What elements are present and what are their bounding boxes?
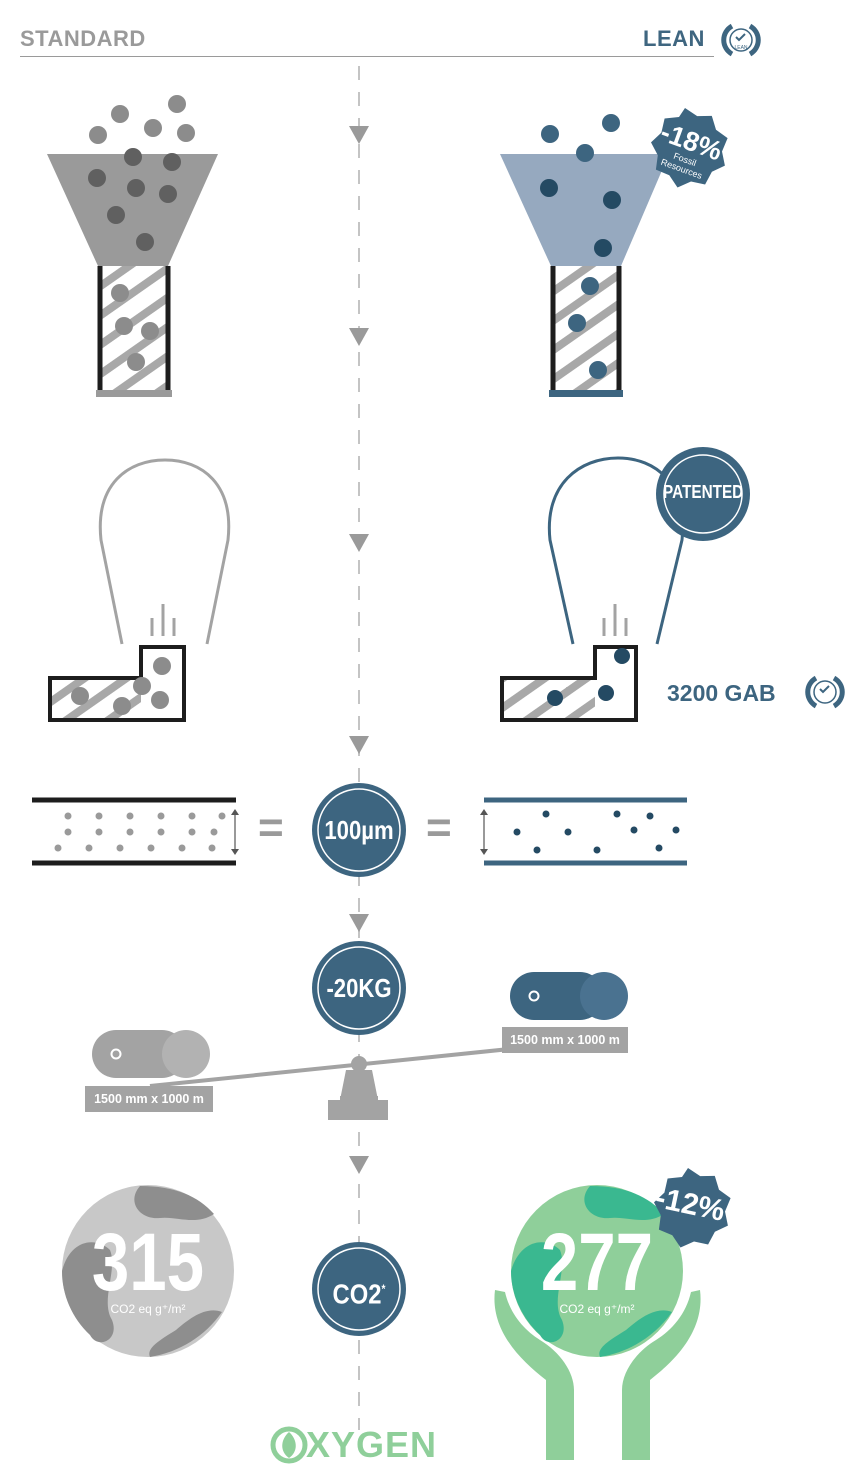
standard-bubble-icon: [48, 458, 231, 722]
co2-center-label: CO2*: [332, 1278, 386, 1310]
standard-header: STANDARD: [20, 26, 146, 51]
lean-film-icon: [480, 797, 687, 866]
lean-gab-label: 3200 GAB: [667, 680, 776, 706]
standard-hopper-icon: [47, 95, 218, 397]
patented-label: PATENTED: [663, 482, 744, 502]
weight-circle: [312, 941, 406, 1035]
oxygen-brand: XYGEN: [306, 1424, 438, 1465]
equals-left: =: [258, 803, 284, 852]
lean-gab-logo-icon: [805, 675, 845, 709]
standard-co2-value: 315: [91, 1217, 205, 1308]
lean-hopper-icon: [500, 114, 669, 397]
header-divider: [20, 56, 714, 57]
standard-roll-label: 1500 mm x 1000 m: [85, 1086, 213, 1112]
lean-logo-text: LEAN: [734, 45, 747, 51]
thickness-label: 100µm: [324, 815, 394, 845]
lean-logo-icon: LEAN: [721, 23, 761, 57]
lean-roll-icon: [510, 972, 628, 1020]
lean-header: LEAN: [643, 26, 705, 51]
equals-right: =: [426, 803, 452, 852]
flow-arrows: [349, 126, 369, 1174]
standard-globe-icon: [62, 1185, 234, 1357]
down-arrow-icon: [349, 534, 369, 552]
hands-icon: [494, 1290, 701, 1460]
standard-co2-unit: CO2 eq g⁺/m²: [110, 1302, 186, 1316]
co2-circle: [312, 1242, 406, 1336]
down-arrow-icon: [349, 126, 369, 144]
co2-reduction-badge: [654, 1168, 731, 1248]
weight-saving-label: -20KG: [326, 973, 392, 1003]
lean-globe-icon: [511, 1185, 683, 1357]
down-arrow-icon: [349, 736, 369, 754]
fossil-resources-badge: [651, 108, 728, 188]
lean-roll-label: 1500 mm x 1000 m: [502, 1027, 628, 1053]
down-arrow-icon: [349, 328, 369, 346]
oxygen-leaf-icon: [270, 1426, 308, 1464]
balance-scale-icon: [149, 1041, 569, 1120]
down-arrow-icon: [349, 914, 369, 932]
lean-bubble-icon: [500, 456, 685, 722]
patented-badge: [656, 447, 750, 541]
standard-roll-icon: [92, 1030, 210, 1078]
standard-film-icon: [32, 797, 239, 866]
lean-co2-unit: CO2 eq g⁺/m²: [559, 1302, 635, 1316]
thickness-circle: [312, 783, 406, 877]
lean-co2-value: 277: [540, 1217, 654, 1308]
co2-asterisk: *: [381, 1282, 386, 1296]
down-arrow-icon: [349, 1156, 369, 1174]
